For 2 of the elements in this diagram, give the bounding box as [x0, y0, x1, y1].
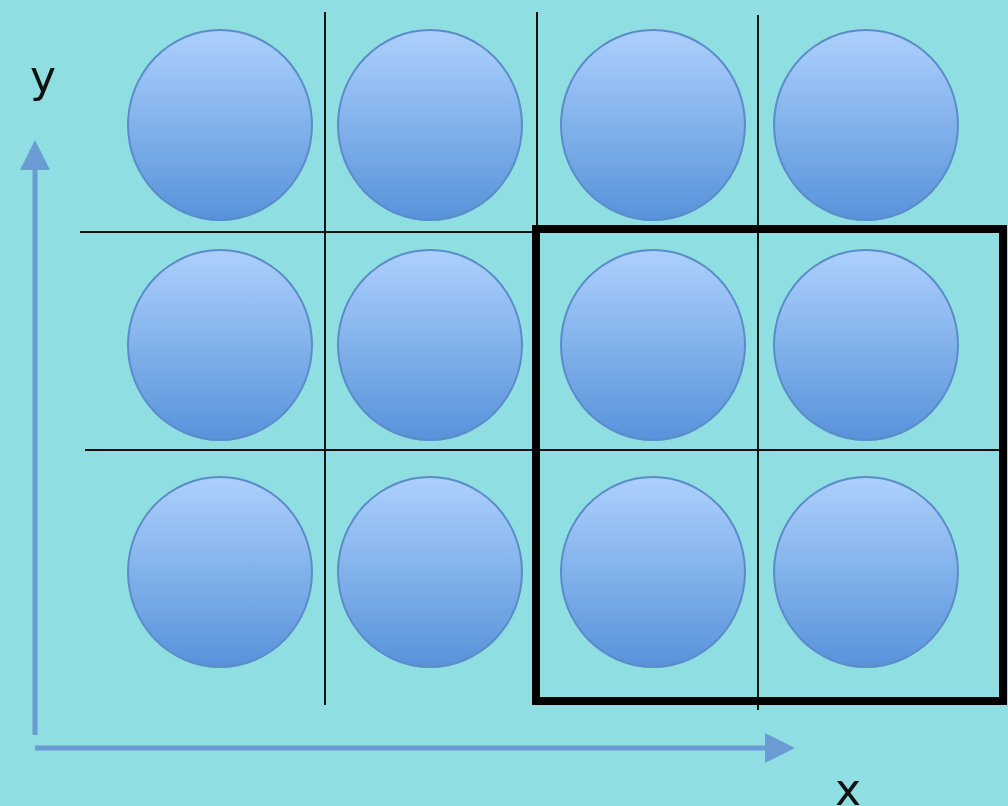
- axis-label: y: [30, 55, 57, 99]
- axis-label: x: [835, 768, 862, 806]
